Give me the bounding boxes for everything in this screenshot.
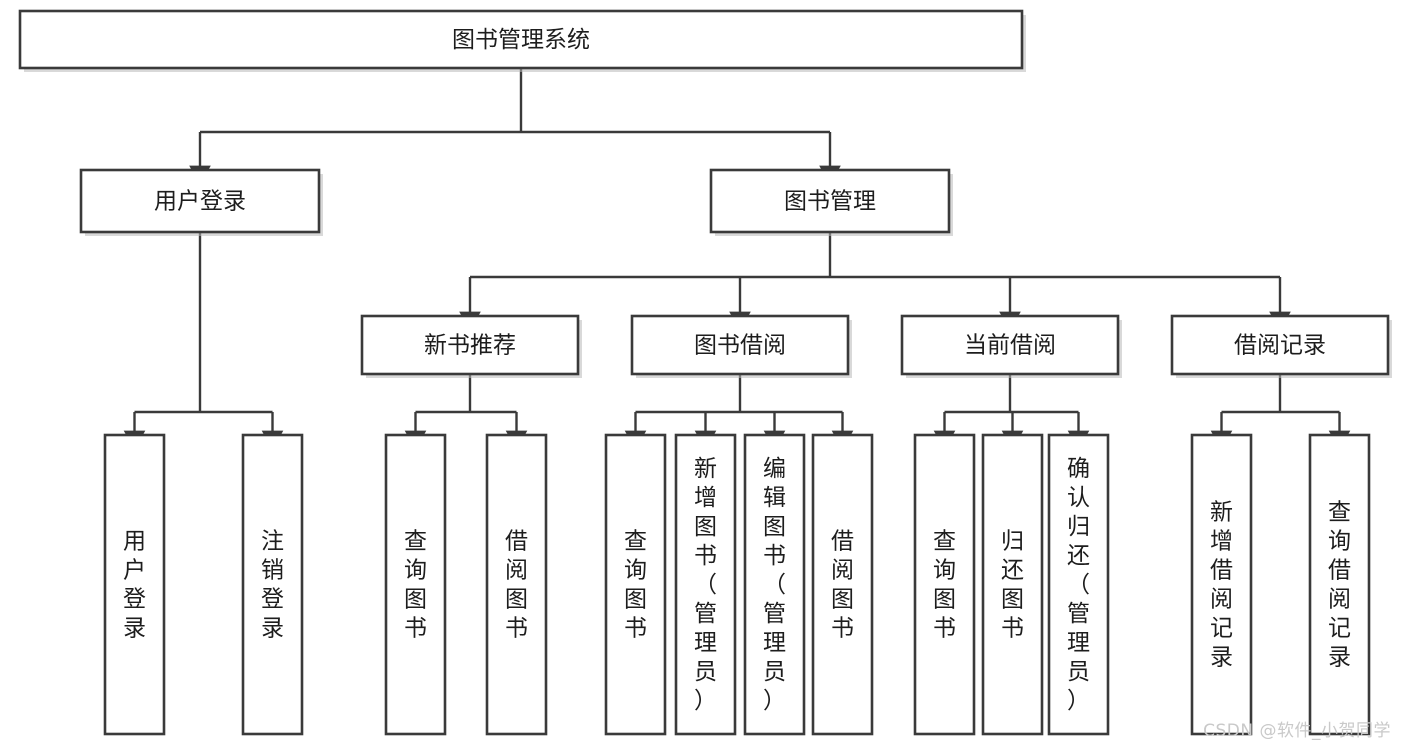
- node-label: 新增图书（管理员）: [694, 456, 717, 714]
- node-label: 确认归还（管理员）: [1067, 456, 1090, 714]
- node-box[interactable]: [1308, 433, 1371, 736]
- node-box[interactable]: [900, 314, 1120, 376]
- node-box[interactable]: [981, 433, 1044, 736]
- node-box[interactable]: [630, 314, 850, 376]
- node-leaf_11[interactable]: 新增借阅记录: [1190, 433, 1253, 736]
- node-root[interactable]: 图书管理系统: [18, 9, 1026, 72]
- node-box[interactable]: [709, 168, 951, 234]
- node-label: 借阅记录: [1234, 333, 1326, 359]
- node-label: 查询图书: [933, 529, 956, 642]
- node-leaf_1[interactable]: 注销登录: [241, 433, 304, 736]
- csdn-watermark: CSDN @软件_小贺同学: [1203, 721, 1391, 741]
- node-label: 新书推荐: [424, 333, 516, 359]
- node-label: 归还图书: [1001, 529, 1024, 642]
- node-l2_2[interactable]: 当前借阅: [900, 314, 1122, 378]
- node-leaf_8[interactable]: 查询图书: [913, 433, 976, 736]
- edge-layer: [123, 68, 1351, 450]
- node-box[interactable]: [103, 433, 166, 736]
- node-box[interactable]: [18, 9, 1024, 70]
- node-layer: 图书管理系统用户登录图书管理新书推荐图书借阅当前借阅借阅记录用户登录注销登录查询…: [18, 9, 1392, 736]
- node-box[interactable]: [1170, 314, 1390, 376]
- node-label: 查询图书: [404, 529, 427, 642]
- node-label: 借阅图书: [831, 529, 854, 642]
- node-label: 查询借阅记录: [1328, 500, 1351, 671]
- node-label: 编辑图书（管理员）: [763, 456, 786, 714]
- node-box[interactable]: [1190, 433, 1253, 736]
- node-l2_3[interactable]: 借阅记录: [1170, 314, 1392, 378]
- node-box[interactable]: [79, 168, 321, 234]
- node-box[interactable]: [674, 433, 737, 736]
- node-leaf_7[interactable]: 借阅图书: [811, 433, 874, 736]
- node-box[interactable]: [1047, 433, 1110, 736]
- node-leaf_12[interactable]: 查询借阅记录: [1308, 433, 1371, 736]
- node-label: 用户登录: [123, 529, 146, 642]
- node-leaf_6[interactable]: 编辑图书（管理员）: [743, 433, 806, 736]
- node-leaf_4[interactable]: 查询图书: [604, 433, 667, 736]
- node-l1_0[interactable]: 用户登录: [79, 168, 323, 236]
- node-label: 用户登录: [154, 189, 246, 215]
- node-l1_1[interactable]: 图书管理: [709, 168, 953, 236]
- node-label: 查询图书: [624, 529, 647, 642]
- node-label: 当前借阅: [964, 333, 1056, 359]
- node-label: 注销登录: [261, 529, 284, 642]
- node-box[interactable]: [811, 433, 874, 736]
- node-box[interactable]: [604, 433, 667, 736]
- node-box[interactable]: [913, 433, 976, 736]
- node-box[interactable]: [360, 314, 580, 376]
- node-box[interactable]: [485, 433, 548, 736]
- node-leaf_3[interactable]: 借阅图书: [485, 433, 548, 736]
- node-leaf_5[interactable]: 新增图书（管理员）: [674, 433, 737, 736]
- node-leaf_10[interactable]: 确认归还（管理员）: [1047, 433, 1110, 736]
- node-leaf_9[interactable]: 归还图书: [981, 433, 1044, 736]
- node-l2_1[interactable]: 图书借阅: [630, 314, 852, 378]
- node-label: 新增借阅记录: [1210, 500, 1233, 671]
- node-label: 图书管理系统: [452, 27, 590, 53]
- node-label: 借阅图书: [505, 529, 528, 642]
- node-leaf_0[interactable]: 用户登录: [103, 433, 166, 736]
- node-label: 图书管理: [784, 189, 876, 215]
- node-leaf_2[interactable]: 查询图书: [384, 433, 447, 736]
- node-label: 图书借阅: [694, 333, 786, 359]
- node-box[interactable]: [384, 433, 447, 736]
- node-box[interactable]: [241, 433, 304, 736]
- node-l2_0[interactable]: 新书推荐: [360, 314, 582, 378]
- node-box[interactable]: [743, 433, 806, 736]
